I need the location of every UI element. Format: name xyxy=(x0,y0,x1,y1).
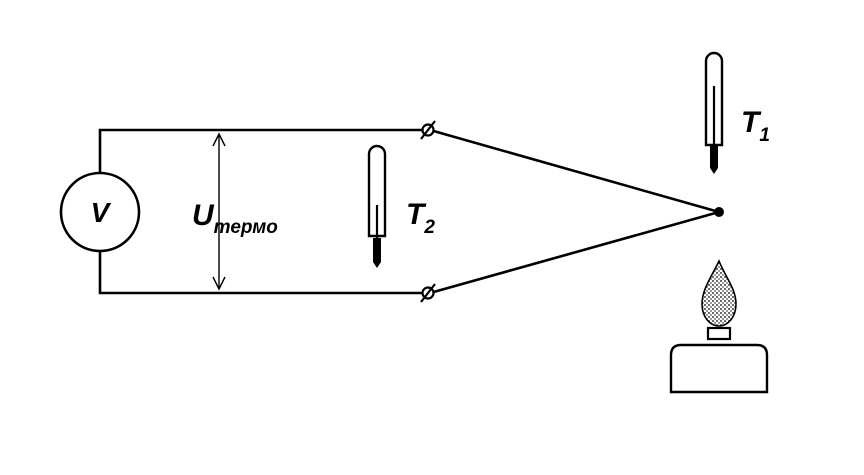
thermometer-cold-icon xyxy=(367,144,387,268)
flame-icon xyxy=(701,259,737,327)
hot-junction xyxy=(714,207,724,217)
thermocouple-wire-bottom xyxy=(428,210,721,295)
thermometer-hot-icon xyxy=(704,51,724,174)
voltmeter: V xyxy=(59,171,141,253)
thermometer-cold-label: T2 xyxy=(406,198,435,238)
thermometer-hot-label: T1 xyxy=(741,106,770,146)
voltmeter-label: V xyxy=(91,197,112,228)
bottom-wire xyxy=(98,250,428,295)
burner-wick xyxy=(706,326,732,341)
burner-icon xyxy=(669,259,769,394)
voltage-label: Uтермо xyxy=(192,199,278,238)
thermocouple-wire-top xyxy=(428,128,721,214)
terminal-top xyxy=(420,120,436,140)
voltage-arrow xyxy=(212,132,226,291)
burner-body xyxy=(669,343,769,394)
top-wire xyxy=(98,128,428,174)
terminal-bottom xyxy=(420,283,436,303)
svg-text:Uтермо: Uтермо xyxy=(192,199,278,238)
voltmeter-circle xyxy=(59,171,141,253)
voltage-subscript: термо xyxy=(214,217,278,238)
circuit-wires xyxy=(98,128,721,295)
voltage-symbol: U xyxy=(192,199,215,232)
